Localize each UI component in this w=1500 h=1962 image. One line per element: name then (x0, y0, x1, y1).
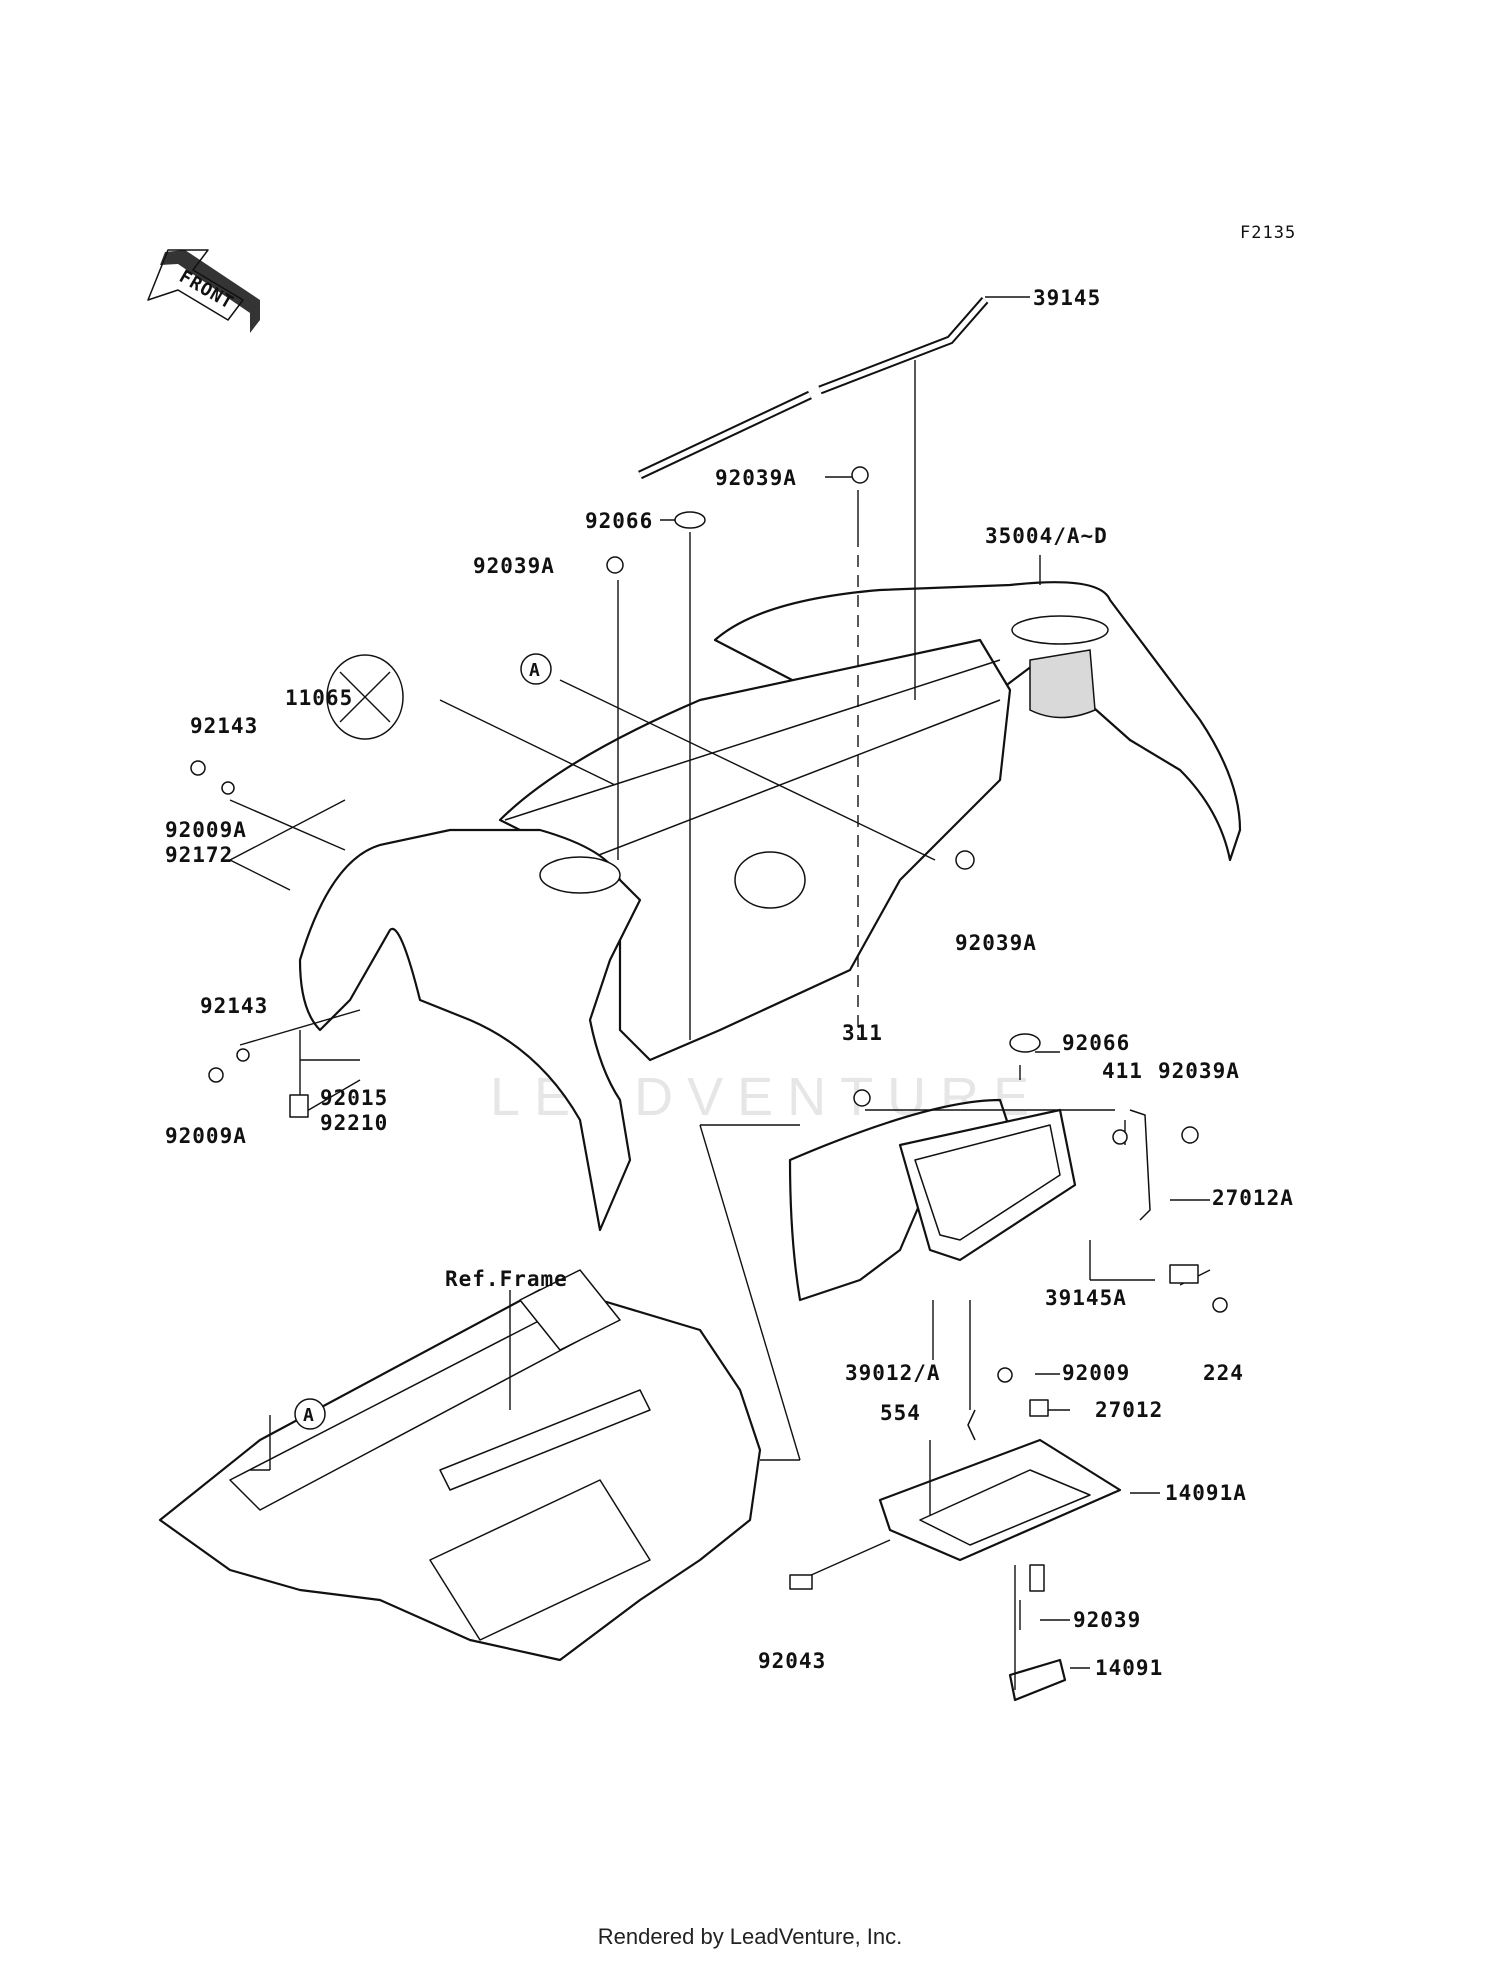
part-label-39145: 39145 (1033, 286, 1101, 310)
part-label-92066-top: 92066 (585, 509, 653, 533)
part-label-92039A-top: 92039A (715, 466, 797, 490)
part-labels: 39145 92039A 92066 35004/A~D 92039A 1106… (165, 286, 1294, 1680)
part-label-35004: 35004/A~D (985, 524, 1108, 548)
part-label-14091A: 14091A (1165, 1481, 1247, 1505)
hardware (190, 466, 1228, 1630)
lid-14091A (878, 1438, 1122, 1702)
front-arrow-icon: FRONT (147, 249, 260, 333)
part-label-92039A-right: 92039A (1158, 1059, 1240, 1083)
part-label-92039A-left: 92039A (473, 554, 555, 578)
part-label-39145A: 39145A (1045, 1286, 1127, 1310)
part-label-92039: 92039 (1073, 1608, 1141, 1632)
part-label-92009A-low: 92009A (165, 1124, 247, 1148)
frame-reference (158, 1269, 762, 1662)
view-marker-a-frame-label: A (303, 1405, 315, 1426)
part-label-554: 554 (880, 1401, 921, 1425)
rear-fender-35004 (298, 581, 1242, 1232)
part-label-411: 411 (1102, 1059, 1143, 1083)
part-label-27012: 27012 (1095, 1398, 1163, 1422)
part-label-92210: 92210 (320, 1111, 388, 1135)
trim-seal-39145 (638, 273, 989, 480)
part-label-224: 224 (1203, 1361, 1244, 1385)
part-label-39012: 39012/A (845, 1361, 941, 1385)
figure-code: F2135 (1240, 223, 1296, 243)
part-label-92009A-top: 92009A (165, 818, 247, 842)
part-label-92015: 92015 (320, 1086, 388, 1110)
part-label-92039A-mid: 92039A (955, 931, 1037, 955)
part-label-92143-top: 92143 (190, 714, 258, 738)
part-label-92172: 92172 (165, 843, 233, 867)
footer-credit: Rendered by LeadVenture, Inc. (597, 1924, 903, 1949)
part-label-14091: 14091 (1095, 1656, 1163, 1680)
part-label-27012A: 27012A (1212, 1186, 1294, 1210)
part-label-11065: 11065 (285, 686, 353, 710)
ref-frame-label: Ref.Frame (445, 1267, 568, 1291)
part-label-92143-low: 92143 (200, 994, 268, 1018)
view-marker-a-top-label: A (529, 660, 541, 681)
view-marker-a-frame: A (294, 1398, 326, 1430)
part-label-92043: 92043 (758, 1649, 826, 1673)
part-label-92009: 92009 (1062, 1361, 1130, 1385)
storage-box-39012 (788, 1098, 1077, 1302)
view-marker-a-top: A (520, 653, 552, 685)
part-label-92066-low: 92066 (1062, 1031, 1130, 1055)
part-label-311: 311 (842, 1021, 883, 1045)
